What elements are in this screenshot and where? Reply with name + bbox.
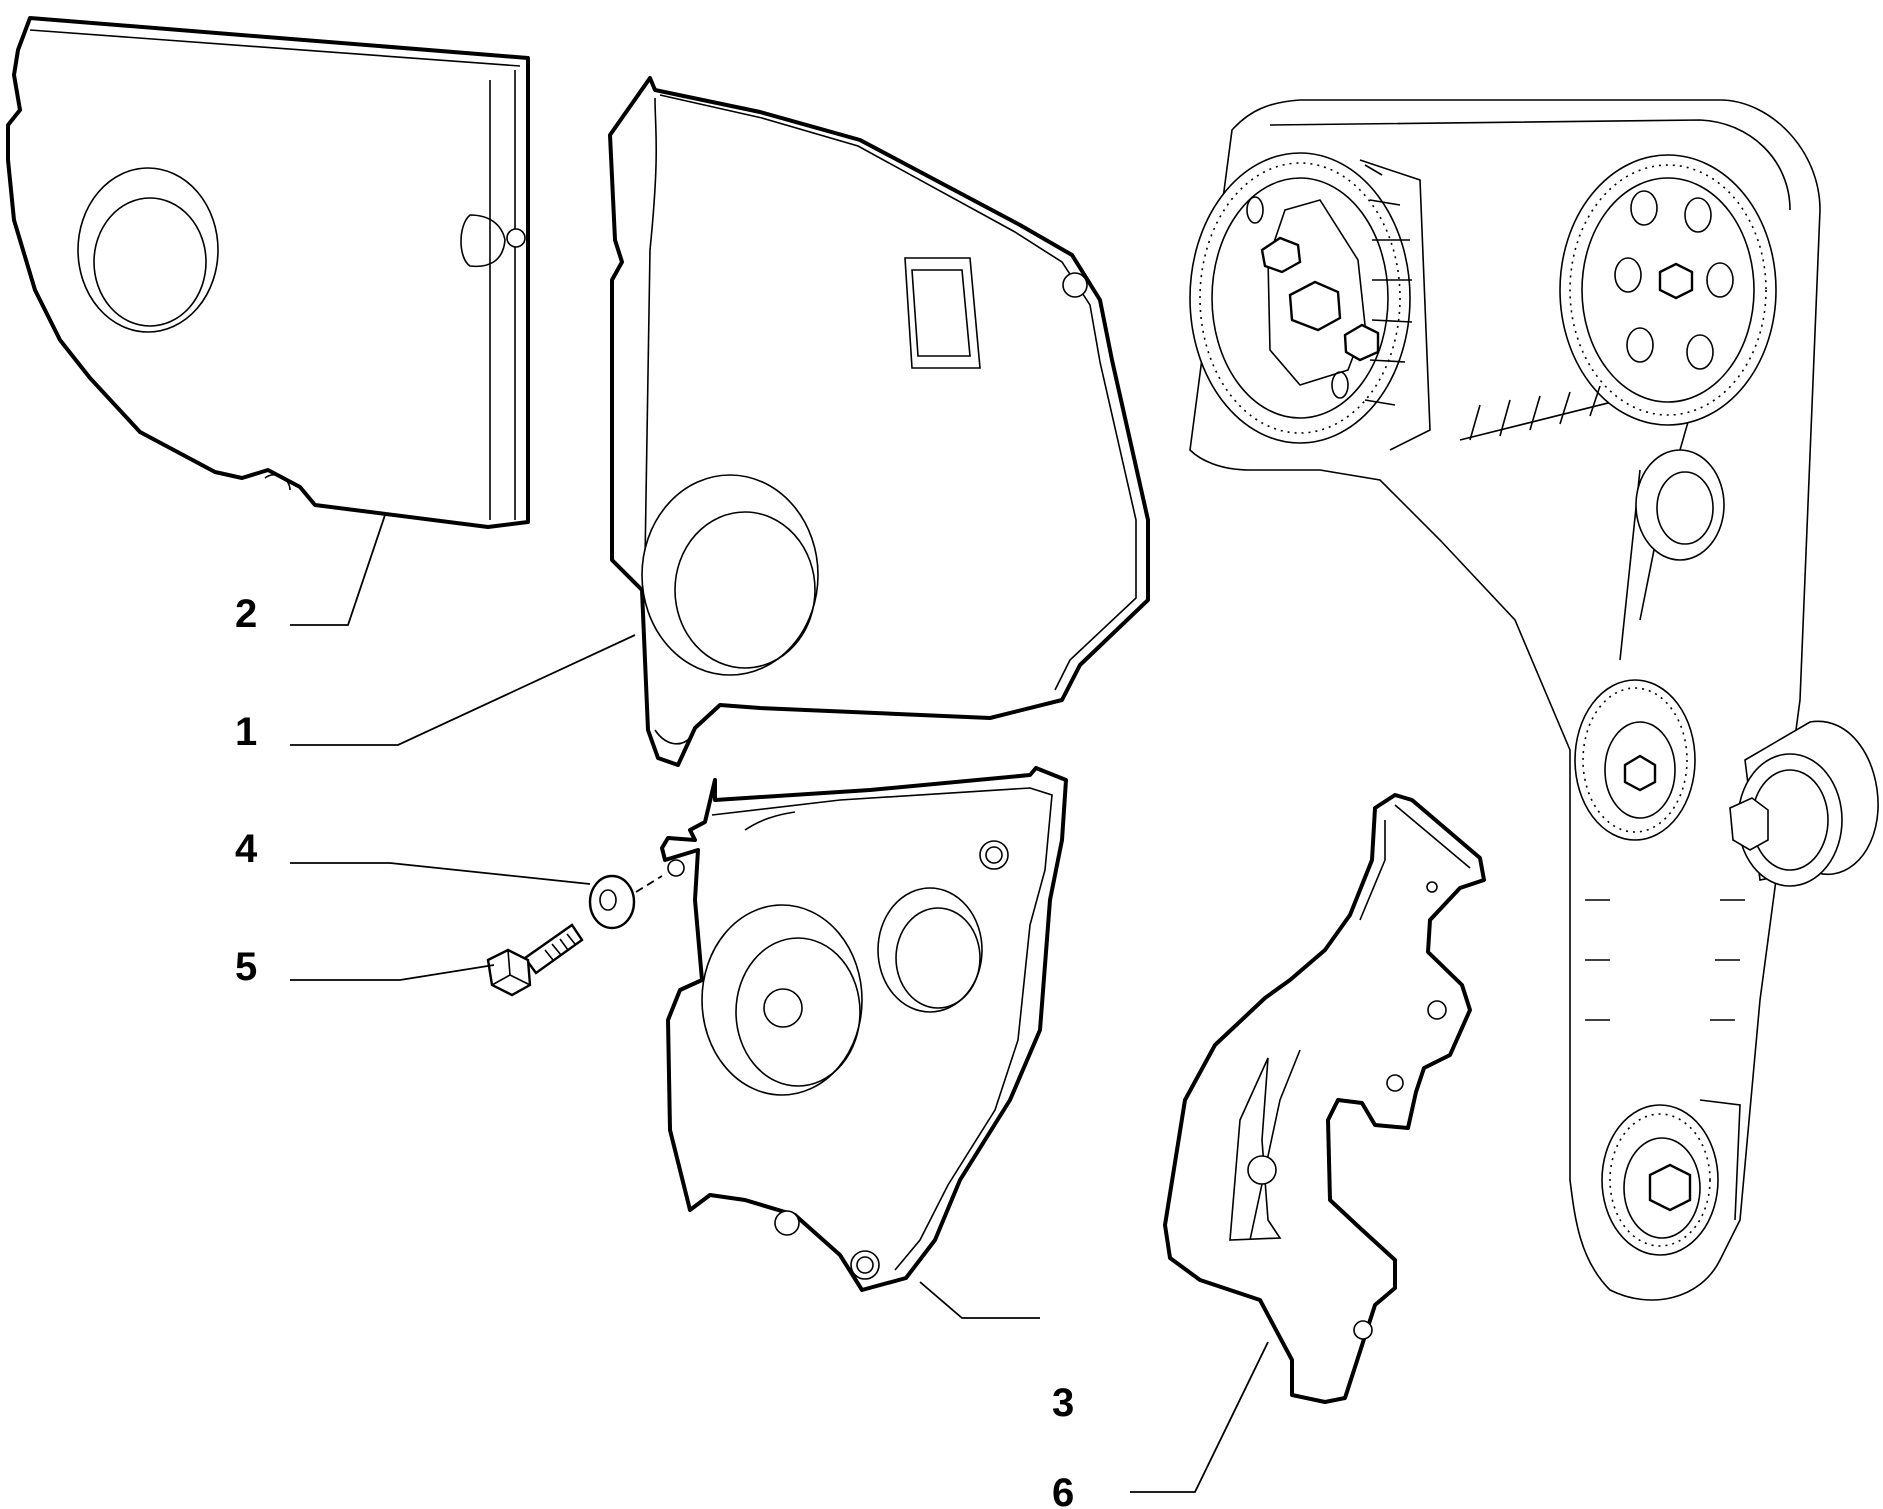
leader-4 <box>290 862 591 885</box>
leader-5 <box>290 964 495 981</box>
callout-4: 4 <box>235 827 258 871</box>
callout-3: 3 <box>1052 1381 1074 1425</box>
crankshaft-pulley <box>1601 1099 1741 1256</box>
part-6-engine-bracket <box>1163 793 1486 1404</box>
part-1-upper-timing-cover <box>608 76 1150 767</box>
part-3-lower-timing-cover <box>660 766 1068 1292</box>
callout-5: 5 <box>235 945 257 989</box>
part-4-washer <box>588 874 663 930</box>
part-2-outer-timing-cover <box>6 16 530 529</box>
leader-1 <box>290 634 636 746</box>
leader-lines <box>290 514 1269 1493</box>
timing-belt-assembly <box>1189 99 1879 1301</box>
water-pump-pulley <box>1574 679 1696 841</box>
tensioner-roller <box>1729 720 1879 887</box>
leader-2 <box>290 514 386 626</box>
callout-1: 1 <box>235 710 257 754</box>
idler-pulley <box>1635 449 1725 561</box>
leader-3 <box>919 1281 1040 1319</box>
callout-2: 2 <box>235 592 257 636</box>
leader-6 <box>1130 1341 1269 1493</box>
right-cam-pulley <box>1559 154 1777 426</box>
part-5-bolt <box>486 923 584 997</box>
callout-labels: 1 2 3 4 5 6 <box>235 592 1074 1509</box>
callout-6: 6 <box>1052 1471 1074 1509</box>
left-cam-pulley <box>1189 152 1431 451</box>
